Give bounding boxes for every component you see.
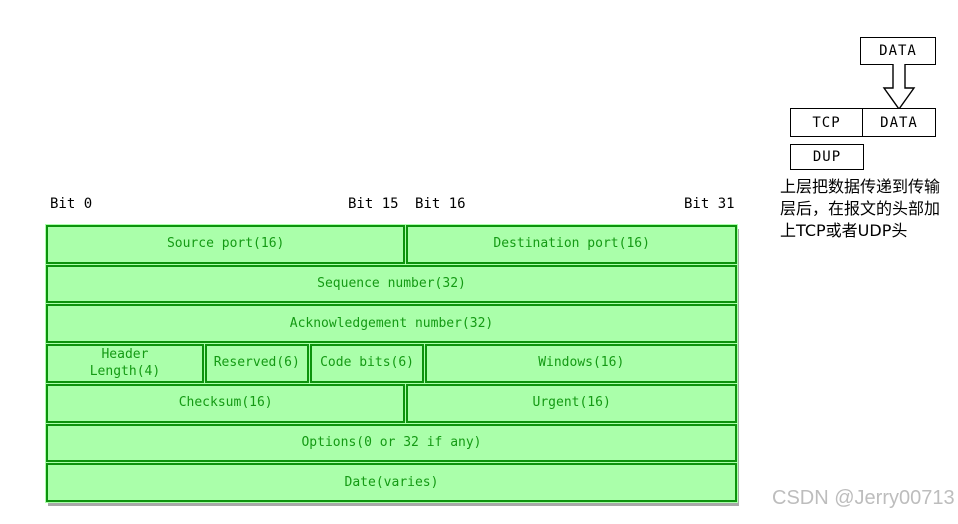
field-windows: Windows(16) <box>425 344 737 383</box>
table-row: Source port(16) Destination port(16) <box>46 225 737 264</box>
data-box-bottom: DATA <box>862 108 936 137</box>
field-checksum: Checksum(16) <box>46 383 406 423</box>
table-row: Sequence number(32) <box>46 264 737 304</box>
field-destination-port: Destination port(16) <box>406 225 737 264</box>
table-row: Acknowledgement number(32) <box>46 304 737 344</box>
tcp-box: TCP <box>790 108 863 137</box>
field-acknowledgement-number: Acknowledgement number(32) <box>46 304 737 344</box>
bit-label-16: Bit 16 <box>415 196 466 212</box>
field-reserved: Reserved(6) <box>204 344 309 383</box>
field-sequence-number: Sequence number(32) <box>46 264 737 304</box>
field-source-port: Source port(16) <box>46 225 406 264</box>
field-header-length: Header Length(4) <box>46 344 204 383</box>
table-row: Date(varies) <box>46 463 737 503</box>
field-code-bits: Code bits(6) <box>309 344 425 383</box>
bit-label-31: Bit 31 <box>684 196 735 212</box>
csdn-watermark: CSDN @Jerry00713 <box>772 487 955 509</box>
data-box-top: DATA <box>860 37 936 65</box>
field-options: Options(0 or 32 if any) <box>46 423 737 463</box>
encapsulation-caption: 上层把数据传递到传输层后，在报文的头部加上TCP或者UDP头 <box>780 177 941 240</box>
down-arrow-icon <box>882 64 916 110</box>
dup-box: DUP <box>790 144 864 170</box>
bit-label-0: Bit 0 <box>50 196 93 212</box>
field-data: Date(varies) <box>46 463 737 503</box>
table-row: Options(0 or 32 if any) <box>46 423 737 463</box>
bit-label-15: Bit 15 <box>348 196 399 212</box>
tcp-header-table: Source port(16) Destination port(16) Seq… <box>45 224 738 503</box>
table-row: Checksum(16) Urgent(16) <box>46 383 737 423</box>
table-row: Header Length(4) Reserved(6) Code bits(6… <box>46 344 737 383</box>
field-urgent: Urgent(16) <box>406 383 737 423</box>
